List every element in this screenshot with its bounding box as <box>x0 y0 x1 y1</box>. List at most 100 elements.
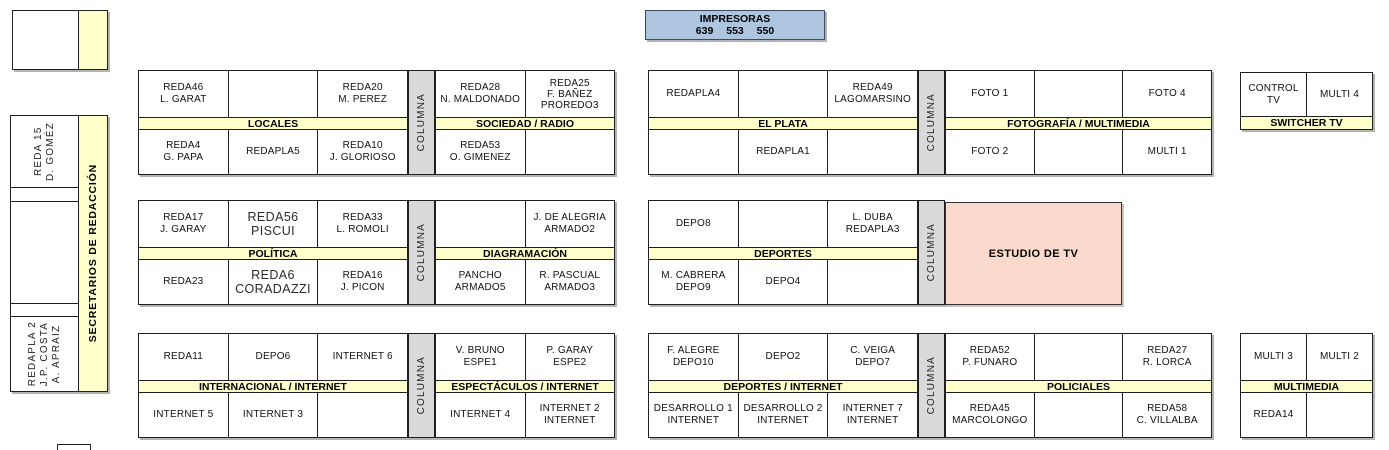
desk-empty <box>1033 130 1123 174</box>
desk-empty <box>436 201 525 247</box>
desk-armado3: R. PASCUAL ARMADO3 <box>524 260 615 304</box>
tv-studio: ESTUDIO DE TV <box>945 202 1122 305</box>
column-pillar: COLUMNA <box>408 70 435 175</box>
desk-reda49: REDA49 LAGOMARSINO <box>827 71 917 117</box>
desk-empty <box>524 130 615 174</box>
column-pillar: COLUMNA <box>408 200 435 305</box>
desk-reda46: REDA46 L. GARAT <box>160 82 207 105</box>
desk-internet4: INTERNET 4 <box>450 409 511 420</box>
desk-reda15-label: REDA 15 D. GOMÉZ <box>32 121 56 182</box>
desk-redapla4: REDAPLA4 <box>666 88 721 99</box>
cluster-multimedia: MULTI 3 MULTI 2 MULTIMEDIA REDA14 <box>1240 333 1373 438</box>
printers-title: IMPRESORAS <box>699 13 771 25</box>
column-pillar-label: COLUMNA <box>925 223 937 282</box>
cluster-espectaculos-internet: V. BRUNO ESPE1 P. GARAY ESPE2 ESPECTÁCUL… <box>435 333 615 438</box>
desk-reda52: REDA52 P. FUNARO <box>962 345 1018 368</box>
column-pillar: COLUMNA <box>918 70 945 175</box>
corner-box-yellow-strip <box>78 11 107 69</box>
cluster-deportes: DEPO8 L. DUBA REDAPLA3 DEPORTES M. CABRE… <box>648 200 918 305</box>
desk-redapla3: L. DUBA REDAPLA3 <box>827 201 917 247</box>
desk-control-tv: CONTROL TV <box>1248 82 1299 106</box>
section-label-multimedia: MULTIMEDIA <box>1241 380 1372 393</box>
desk-internet6: INTERNET 6 <box>317 334 407 380</box>
section-label-sociedad-radio: SOCIEDAD / RADIO <box>436 117 614 130</box>
desk-empty <box>227 71 318 117</box>
desk-redapla1: REDAPLA1 <box>737 130 828 174</box>
cluster-fotografia-multimedia: FOTO 1 FOTO 4 FOTOGRAFÍA / MULTIMEDIA FO… <box>945 70 1212 175</box>
desk-depo7: C. VEIGA DEPO7 <box>827 334 917 380</box>
desk-reda23: REDA23 <box>163 276 204 287</box>
column-pillar: COLUMNA <box>918 333 945 438</box>
column-pillar: COLUMNA <box>408 333 435 438</box>
desk-redapla5: REDAPLA5 <box>227 130 318 174</box>
section-label-deportes: DEPORTES <box>649 247 917 260</box>
column-pillar-label: COLUMNA <box>415 223 427 282</box>
cluster-locales: REDA46 L. GARAT REDA20 M. PEREZ LOCALES … <box>138 70 408 175</box>
printers-numbers: 639 553 550 <box>695 25 775 37</box>
desk-redapla2: REDAPLA 2 J.P. COSTA A. APRAIZ <box>11 316 78 391</box>
desk-empty <box>317 393 407 437</box>
desk-internet5: INTERNET 5 <box>153 409 214 420</box>
desk-espe1: V. BRUNO ESPE1 <box>455 345 505 368</box>
desk-reda14: REDA14 <box>1253 409 1294 420</box>
desk-depo4: DEPO4 <box>737 260 828 304</box>
column-pillar-label: COLUMNA <box>925 356 937 415</box>
cluster-diagramacion: J. DE ALEGRIA ARMADO2 DIAGRAMACIÓN PANCH… <box>435 200 615 305</box>
desk-desarrollo2: DESARROLLO 2 INTERNET <box>737 393 828 437</box>
desk-foto1: FOTO 1 <box>971 88 1009 99</box>
section-label-switcher-tv: SWITCHER TV <box>1241 116 1372 129</box>
desk-desarrollo1: DESARROLLO 1 INTERNET <box>653 403 733 426</box>
secretaries-column: REDA 15 D. GOMÉZ REDAPLA 2 J.P. COSTA A.… <box>10 115 108 392</box>
desk-foto4: FOTO 4 <box>1122 71 1211 117</box>
desk-multi4: MULTI 4 <box>1306 73 1372 116</box>
desk-depo8: DEPO8 <box>675 218 711 229</box>
desk-depo9: M. CABRERA DEPO9 <box>661 270 726 293</box>
desk-empty <box>11 303 78 316</box>
desk-empty <box>827 260 917 304</box>
desk-depo2: DEPO2 <box>737 334 828 380</box>
desk-armado5: PANCHO ARMADO5 <box>454 270 506 293</box>
cluster-switcher-tv: CONTROL TV MULTI 4 SWITCHER TV <box>1240 72 1373 130</box>
column-pillar-label: COLUMNA <box>415 356 427 415</box>
desk-multi1: MULTI 1 <box>1122 130 1211 174</box>
desk-espe2: P. GARAY ESPE2 <box>524 334 615 380</box>
cluster-internacional-internet: REDA11 DEPO6 INTERNET 6 INTERNACIONAL / … <box>138 333 408 438</box>
desk-empty <box>737 201 828 247</box>
desk-reda17: REDA17 J. GARAY <box>160 212 207 235</box>
desk-empty <box>737 71 828 117</box>
section-label-el-plata: EL PLATA <box>649 117 917 130</box>
desk-depo6: DEPO6 <box>227 334 318 380</box>
section-label-internacional: INTERNACIONAL / INTERNET <box>139 380 407 393</box>
desk-reda25: REDA25 F. BAÑEZ PROREDO3 <box>524 71 615 117</box>
desk-empty <box>1033 393 1123 437</box>
secretaries-band-label: SECRETARIOS DE REDACCIÓN <box>87 164 99 343</box>
desk-internet3: INTERNET 3 <box>227 393 318 437</box>
desk-reda15: REDA 15 D. GOMÉZ <box>11 116 78 187</box>
desk-reda27: REDA27 R. LORCA <box>1122 334 1211 380</box>
section-label-locales: LOCALES <box>139 117 407 130</box>
desk-empty <box>649 130 738 174</box>
desk-multi2: MULTI 2 <box>1306 334 1372 380</box>
desk-reda56: REDA56 PISCUI <box>227 201 318 247</box>
section-label-diagramacion: DIAGRAMACIÓN <box>436 247 614 260</box>
section-label-espectaculos: ESPECTÁCULOS / INTERNET <box>436 380 614 393</box>
cluster-politica: REDA17 J. GARAY REDA56 PISCUI REDA33 L. … <box>138 200 408 305</box>
cluster-el-plata: REDAPLA4 REDA49 LAGOMARSINO EL PLATA RED… <box>648 70 918 175</box>
partial-box <box>57 444 91 450</box>
desk-empty <box>827 130 917 174</box>
desk-empty <box>11 201 78 303</box>
section-label-fotografia: FOTOGRAFÍA / MULTIMEDIA <box>946 117 1211 130</box>
desk-empty <box>1033 334 1123 380</box>
cluster-policiales: REDA52 P. FUNARO REDA27 R. LORCA POLICIA… <box>945 333 1212 438</box>
desk-multi3: MULTI 3 <box>1254 351 1293 362</box>
desk-redapla2-label: REDAPLA 2 J.P. COSTA A. APRAIZ <box>26 321 62 387</box>
section-label-politica: POLÍTICA <box>139 247 407 260</box>
column-pillar-label: COLUMNA <box>925 93 937 152</box>
desk-reda20: REDA20 M. PEREZ <box>317 71 407 117</box>
desk-reda6: REDA6 CORADAZZI <box>227 260 318 304</box>
desk-empty <box>1306 393 1372 437</box>
secretaries-band: SECRETARIOS DE REDACCIÓN <box>78 115 108 392</box>
desk-reda58: REDA58 C. VILLALBA <box>1122 393 1211 437</box>
column-pillar-label: COLUMNA <box>415 93 427 152</box>
